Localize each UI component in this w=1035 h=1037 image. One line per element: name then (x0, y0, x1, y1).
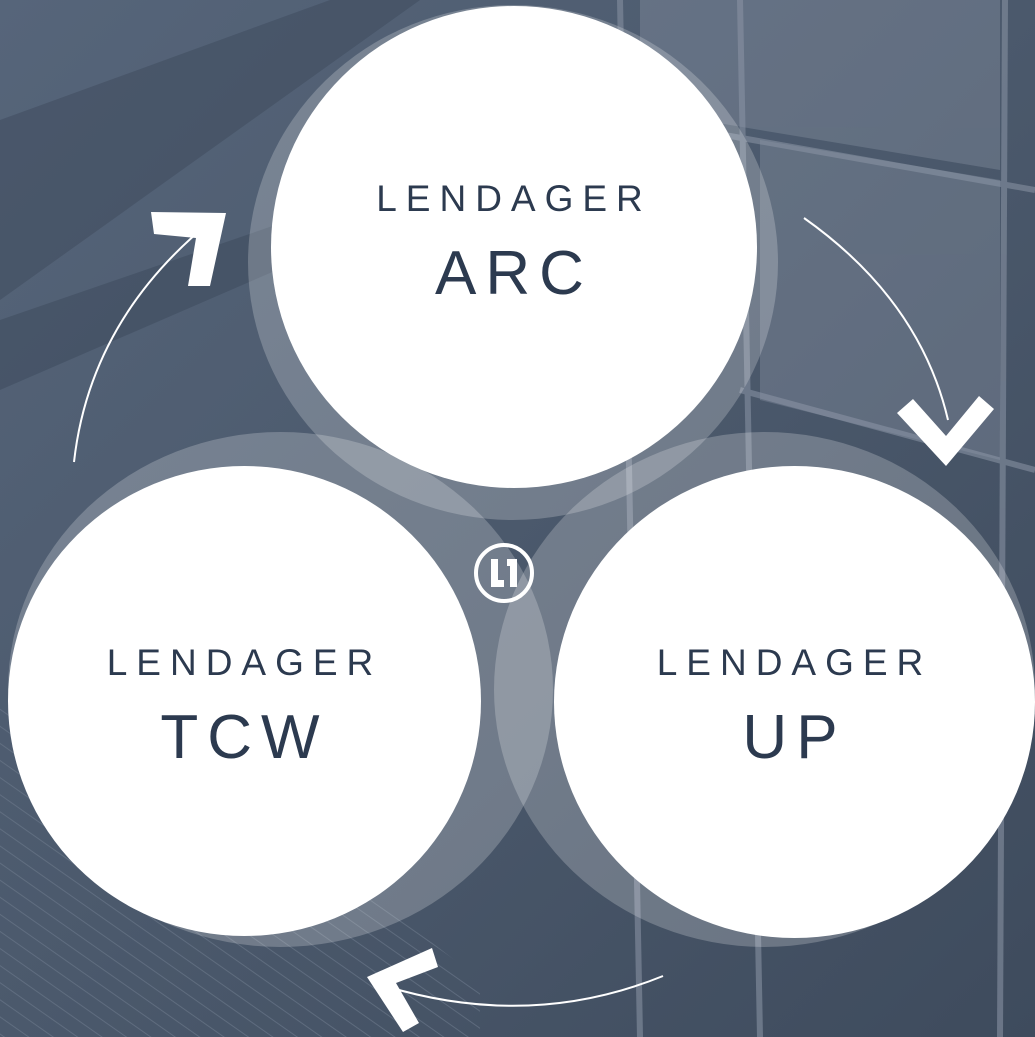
tcw-circle: LENDAGER TCW (8, 466, 481, 936)
tcw-circle-prefix: LENDAGER (106, 642, 383, 683)
lendager-logo-icon (474, 543, 534, 603)
up-circle: LENDAGER UP (554, 466, 1035, 938)
up-circle-prefix: LENDAGER (656, 642, 933, 683)
arc-circle: LENDAGER ARC (271, 6, 757, 488)
arc-circle-prefix: LENDAGER (376, 178, 652, 219)
arc-circle-name: ARC (435, 239, 593, 308)
up-circle-name: UP (742, 703, 847, 772)
tcw-circle-name: TCW (160, 703, 329, 772)
